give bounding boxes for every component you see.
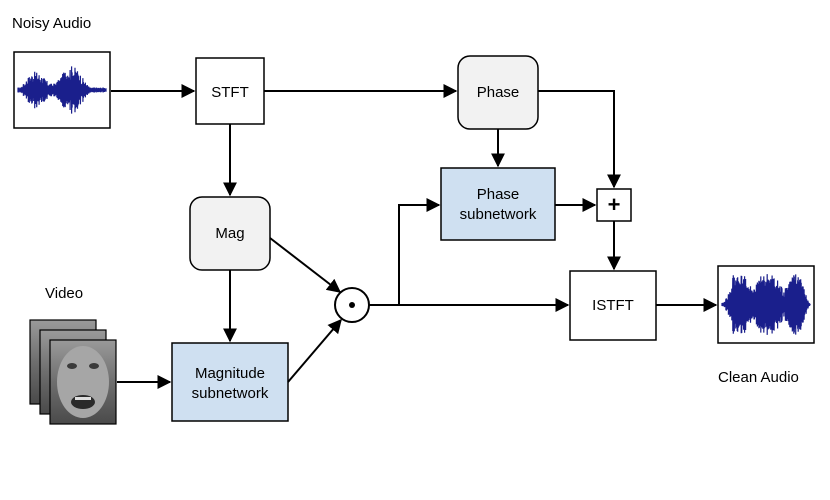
phase-box: Phase (457, 55, 539, 130)
edge-phase-to-add (538, 90, 621, 189)
istft-label: ISTFT (592, 297, 634, 314)
phase-subnetwork-box: Phase subnetwork (440, 167, 556, 241)
clean-audio-waveform (717, 265, 815, 344)
video-frames-icon (29, 319, 117, 425)
phase-subnetwork-line2: subnetwork (460, 206, 537, 223)
stft-label: STFT (211, 84, 249, 101)
edge-multiply-to-phasesub (398, 198, 441, 305)
video-label: Video (45, 285, 83, 302)
phase-subnetwork-line1: Phase (477, 186, 520, 203)
plus-icon: + (608, 192, 621, 217)
mag-box: Mag (189, 196, 271, 271)
phase-label: Phase (477, 84, 520, 101)
edges (111, 84, 718, 389)
mag-label: Mag (215, 225, 244, 242)
istft-box: ISTFT (569, 270, 657, 341)
magnitude-subnetwork-line2: subnetwork (192, 385, 269, 402)
add-node: + (596, 188, 632, 222)
clean-audio-label: Clean Audio (718, 369, 799, 386)
noisy-audio-label: Noisy Audio (12, 15, 91, 32)
edge-mag-to-multiply (269, 237, 342, 293)
magnitude-subnetwork-box: Magnitude subnetwork (171, 342, 289, 422)
circled-dot-icon (334, 287, 370, 323)
edge-magsub-to-multiply (287, 318, 342, 383)
noisy-audio-waveform (13, 51, 111, 129)
stft-box: STFT (195, 57, 265, 125)
magnitude-subnetwork-line1: Magnitude (195, 365, 265, 382)
